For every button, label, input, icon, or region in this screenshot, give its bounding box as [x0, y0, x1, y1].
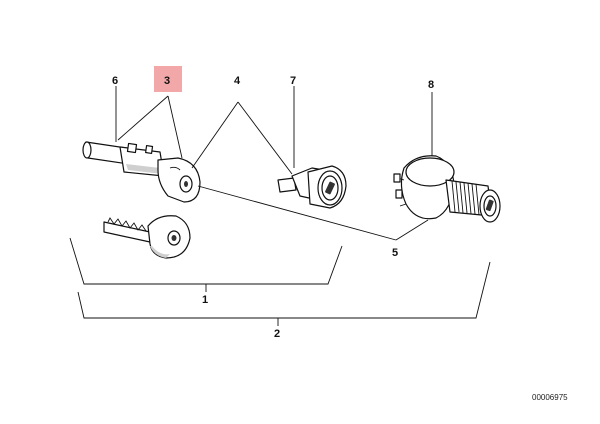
- callout-7[interactable]: 7: [290, 75, 296, 87]
- ignition-lock-switch: [393, 155, 501, 223]
- ignition-key: [103, 215, 191, 259]
- document-number: 00006975: [532, 393, 568, 402]
- callout-highlight: [154, 66, 182, 92]
- callout-6[interactable]: 6: [112, 75, 118, 87]
- callout-3[interactable]: 3: [164, 75, 170, 87]
- callout-2[interactable]: 2: [274, 328, 280, 340]
- door-lock-cylinder: [277, 165, 347, 209]
- callout-1[interactable]: 1: [202, 294, 208, 306]
- callout-8[interactable]: 8: [428, 79, 434, 91]
- leader-lines: [115, 86, 433, 241]
- lock-cylinder-with-key: [82, 141, 201, 203]
- callout-4[interactable]: 4: [234, 75, 241, 87]
- callout-5[interactable]: 5: [392, 247, 398, 259]
- group-brackets: [69, 237, 491, 326]
